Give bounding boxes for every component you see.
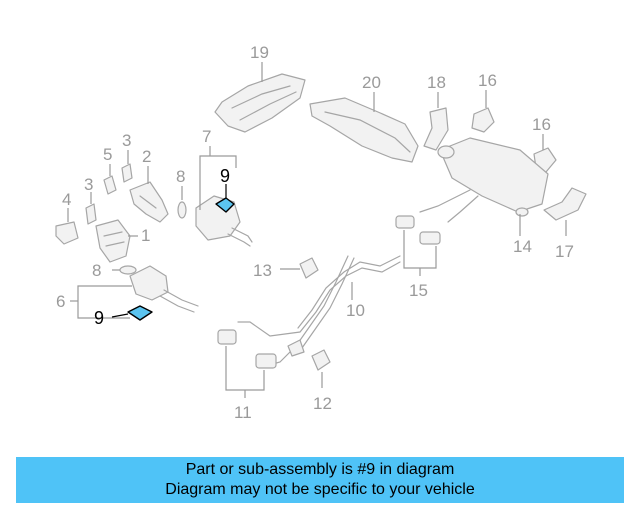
part-9-gasket-lower[interactable] — [127, 305, 153, 321]
callout-5: 5 — [103, 145, 112, 164]
callout-13: 13 — [253, 261, 272, 280]
leader-6 — [77, 285, 132, 319]
part-19-heat-shield[interactable] — [214, 73, 306, 133]
leader-9-lower — [111, 313, 129, 318]
part-1-converter[interactable] — [95, 219, 131, 263]
leader-7 — [199, 155, 237, 210]
part-17-tail-pipe[interactable] — [543, 187, 587, 221]
part-2-catalytic-converter[interactable] — [129, 181, 169, 223]
part-13-hanger[interactable] — [299, 257, 319, 279]
callout-17: 17 — [555, 242, 574, 261]
part-12-hanger[interactable] — [311, 349, 331, 371]
part-14-rear-muffler[interactable] — [419, 137, 549, 223]
part-3-sensor-lower[interactable] — [85, 203, 97, 225]
callout-18: 18 — [427, 73, 446, 92]
callout-20: 20 — [362, 73, 381, 92]
banner-line-part: Part or sub-assembly is #9 in diagram — [185, 461, 455, 478]
part-11-clamps[interactable] — [217, 329, 277, 369]
callout-8-lower: 8 — [92, 261, 101, 280]
callout-12: 12 — [313, 394, 332, 413]
callout-3-upper: 3 — [122, 131, 131, 150]
callout-2: 2 — [142, 147, 151, 166]
callout-3-lower: 3 — [84, 175, 93, 194]
part-18-bracket[interactable] — [423, 107, 449, 151]
callout-16-right: 16 — [532, 115, 551, 134]
part-9-gasket-upper[interactable] — [215, 197, 235, 213]
callout-10: 10 — [346, 301, 365, 320]
part-20-heat-shield[interactable] — [309, 97, 419, 163]
callout-11: 11 — [234, 403, 252, 422]
callout-15: 15 — [409, 281, 428, 300]
part-10-center-pipe[interactable] — [237, 255, 401, 367]
callout-6: 6 — [56, 292, 65, 311]
part-8-gasket-upper[interactable] — [177, 201, 187, 219]
callout-9-lower: 9 — [94, 308, 104, 328]
part-3-sensor-upper[interactable] — [121, 163, 133, 183]
part-16-hanger-upper[interactable] — [471, 107, 495, 133]
callout-8-upper: 8 — [176, 167, 185, 186]
callout-7: 7 — [202, 127, 211, 146]
callout-19: 19 — [250, 43, 269, 62]
info-banner: Part or sub-assembly is #9 in diagram Di… — [16, 457, 624, 503]
callout-14: 14 — [513, 237, 532, 256]
callout-16-upper: 16 — [478, 71, 497, 90]
callout-4: 4 — [62, 190, 71, 209]
part-5-sensor[interactable] — [103, 175, 117, 195]
exhaust-system-diagram: 19 20 18 16 16 14 17 15 — [55, 43, 587, 422]
part-6-front-pipe[interactable] — [129, 265, 199, 313]
part-8-gasket-lower[interactable] — [119, 265, 137, 275]
callout-1: 1 — [141, 226, 150, 245]
part-4-bracket[interactable] — [55, 221, 79, 245]
part-15-clamps[interactable] — [395, 215, 441, 245]
callout-9-upper: 9 — [220, 166, 230, 186]
banner-line-disclaimer: Diagram may not be specific to your vehi… — [165, 481, 475, 498]
